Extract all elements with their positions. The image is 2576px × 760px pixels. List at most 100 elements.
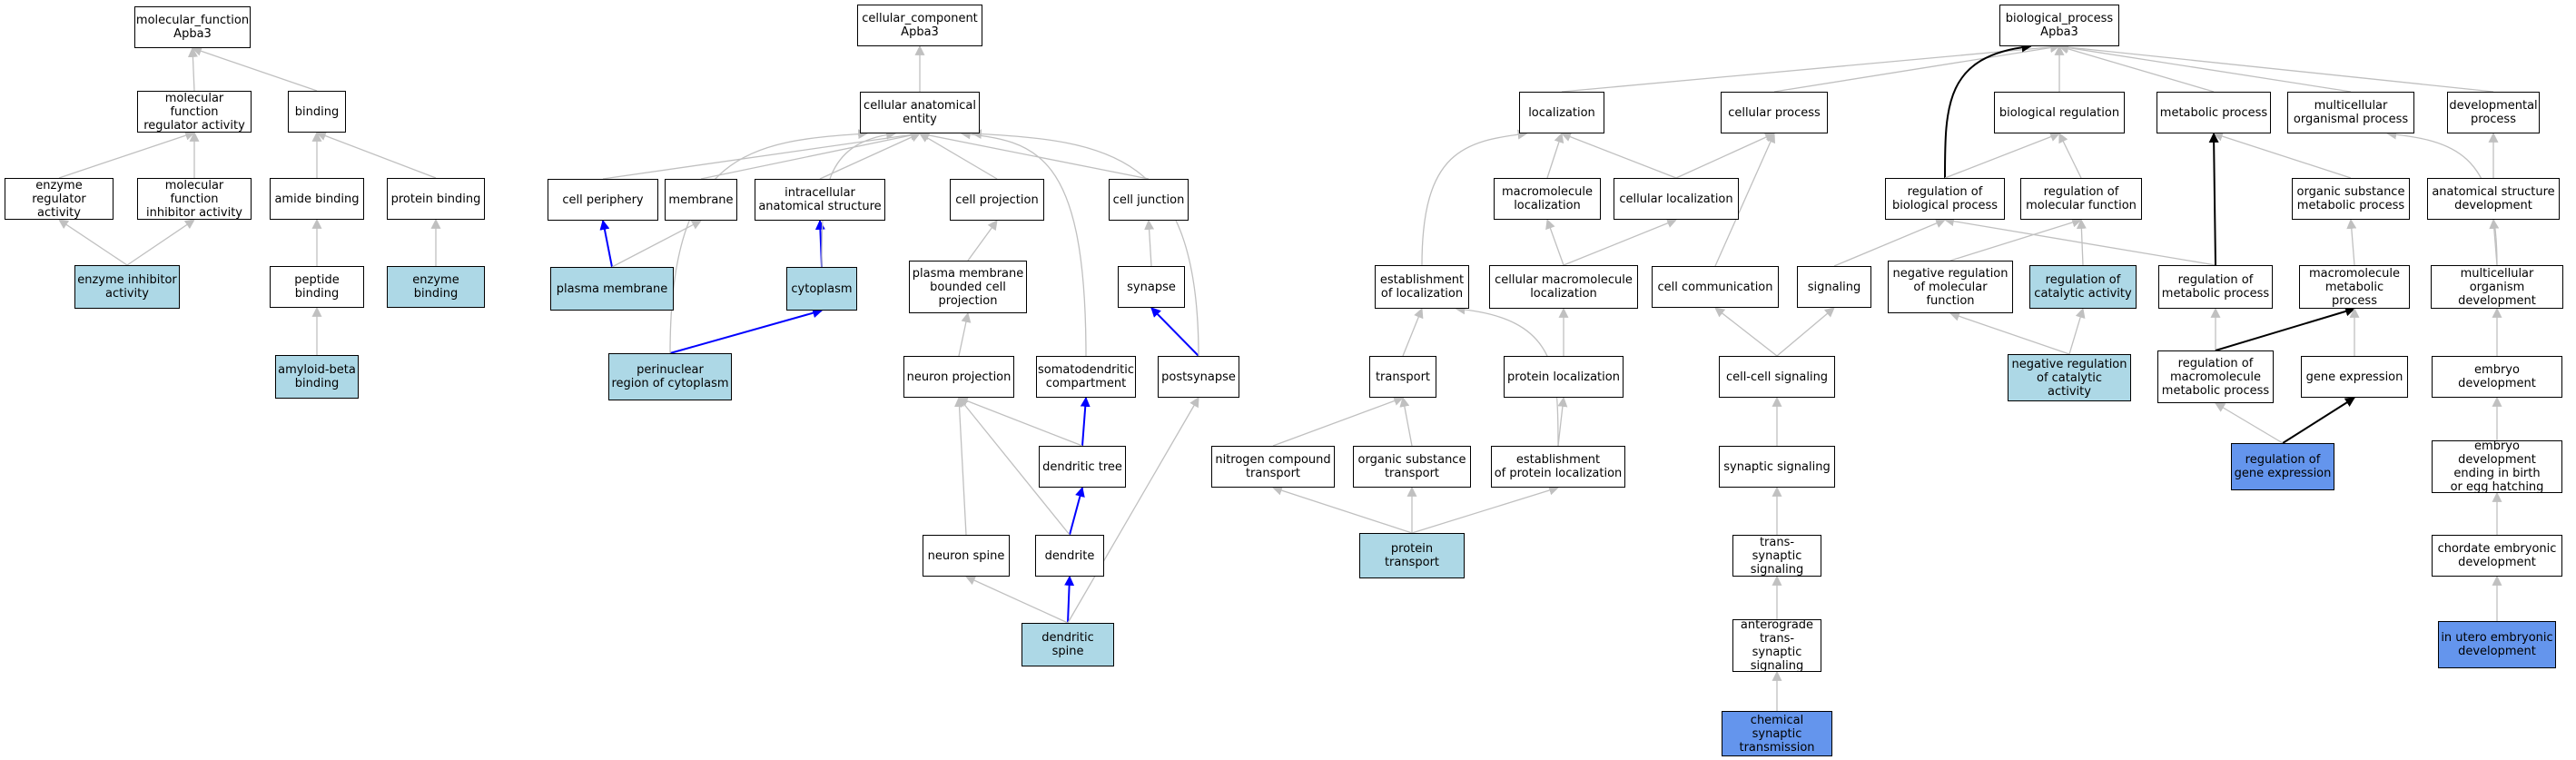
edge-orgtrans-to-transport — [1399, 396, 1413, 447]
edge-pmbcp-to-cproj — [967, 220, 998, 262]
edge-dendrite-to-nproj — [958, 397, 1071, 536]
go-term-cae: cellular anatomical entity — [860, 92, 980, 133]
edge-dendrite-to-dtree — [1069, 486, 1085, 536]
go-term-prottrans: protein transport — [1359, 533, 1465, 578]
edge-pmem-to-membrane — [611, 220, 702, 268]
go-term-nproj: neuron projection — [903, 356, 1014, 398]
edge-perinuc-to-cae — [669, 129, 869, 354]
edge-enz_reg-to-mf_reg — [58, 130, 196, 179]
edge-macromet-to-orgsub — [2346, 218, 2357, 266]
edge-negregcat-to-negregmf — [1949, 311, 2070, 355]
edge-localization-to-bp_root — [1561, 42, 2061, 93]
edge-periphery-to-cae — [602, 129, 922, 180]
edge-regbp-to-bp_root — [1944, 42, 2032, 179]
go-term-ccsig: cell-cell signaling — [1719, 356, 1835, 398]
edge-enz_inh-to-enz_reg — [58, 219, 128, 266]
go-term-regmacromet: regulation of macromolecule metabolic pr… — [2157, 350, 2274, 403]
edge-membrane-to-cae — [700, 130, 922, 180]
go-term-pmbcp: plasma membrane bounded cell projection — [909, 261, 1027, 313]
edge-postsyn-to-synapse — [1150, 307, 1199, 357]
edge-nproj-to-pmbcp — [958, 311, 972, 357]
edge-cellcomm-to-cellproc — [1714, 132, 1775, 267]
edge-somato-to-cae — [960, 129, 1087, 357]
go-term-dendrite: dendrite — [1035, 535, 1104, 577]
go-term-nitro: nitrogen compound transport — [1211, 446, 1335, 488]
edge-ccsig-to-signaling — [1776, 307, 1835, 357]
go-term-membrane: membrane — [665, 179, 737, 221]
go-term-protloc: protein localization — [1504, 356, 1624, 398]
go-term-perinuc: perinuclear region of cytoplasm — [608, 353, 732, 400]
go-term-synsig: synaptic signaling — [1719, 446, 1835, 488]
edge-perinuc-to-cyto — [669, 308, 824, 354]
edge-negregmf-to-regmf — [1949, 217, 2083, 262]
go-term-postsyn: postsynapse — [1158, 356, 1239, 398]
go-term-localization: localization — [1519, 92, 1604, 133]
go-term-enz-reg: enzyme regulator activity — [5, 178, 114, 220]
edge-metab-to-bp_root — [2058, 44, 2215, 93]
go-term-regbp: regulation of biological process — [1885, 178, 2005, 220]
go-term-enz-inh: enzyme inhibitor activity — [74, 265, 180, 309]
edge-regbp-to-bioreg — [1944, 132, 2061, 179]
edge-synapse-to-cjunc — [1144, 219, 1155, 267]
go-term-devproc: developmental process — [2447, 92, 2540, 133]
go-term-mf-reg: molecular function regulator activity — [137, 91, 252, 133]
go-term-cjunc: cell junction — [1109, 179, 1189, 221]
go-term-cyto: cytoplasm — [786, 267, 857, 311]
go-term-mf-inh: molecular function inhibitor activity — [137, 178, 252, 220]
edge-nitro-to-transport — [1272, 396, 1405, 447]
go-term-amide: amide binding — [270, 178, 364, 220]
edge-cmacroloc-to-cellloc — [1563, 218, 1678, 266]
go-term-periphery: cell periphery — [548, 179, 658, 221]
go-term-negregcat: negative regulation of catalytic activit… — [2008, 354, 2131, 401]
edge-multi-to-bp_root — [2058, 43, 2352, 93]
edge-binding-to-mf_root — [191, 46, 318, 92]
go-term-cellloc: cellular localization — [1614, 178, 1739, 220]
edge-macroloc-to-localization — [1546, 132, 1564, 179]
edge-multidev-to-multi — [2386, 129, 2498, 266]
edge-regmetab-to-regbp — [1943, 216, 2216, 266]
edge-regmetab-to-metab — [2208, 132, 2219, 266]
edge-transport-to-estloc — [1402, 307, 1424, 357]
go-term-regcat: regulation of catalytic activity — [2029, 265, 2137, 309]
edge-enz_inh-to-mf_inh — [126, 219, 195, 266]
go-term-peptide: peptide binding — [270, 266, 364, 308]
go-term-nspine: neuron spine — [923, 535, 1010, 577]
go-term-negregmf: negative regulation of molecular functio… — [1888, 261, 2013, 313]
go-term-cc-root: cellular_component Apba3 — [857, 5, 982, 46]
go-term-mf-root: molecular_function Apba3 — [134, 6, 251, 48]
go-term-dspine: dendritic spine — [1022, 623, 1114, 666]
edge-cmacroloc-to-macroloc — [1545, 218, 1564, 266]
edge-cellproc-to-bp_root — [1773, 43, 2061, 93]
go-term-geneexp: gene expression — [2301, 356, 2408, 398]
go-term-anatdev: anatomical structure development — [2427, 178, 2560, 220]
go-term-reggeneexp: regulation of gene expression — [2231, 443, 2334, 490]
go-term-transport: transport — [1369, 356, 1436, 398]
edge-regmf-to-bioreg — [2058, 133, 2082, 179]
go-term-estprotloc: establishment of protein localization — [1491, 446, 1625, 488]
edge-prottrans-to-estprotloc — [1411, 485, 1560, 534]
go-term-orgtrans: organic substance transport — [1353, 446, 1471, 488]
go-term-bioreg: biological regulation — [1994, 92, 2125, 133]
go-term-enz-binding: enzyme binding — [387, 266, 485, 308]
go-term-transsyn: trans-synaptic signaling — [1732, 535, 1821, 577]
go-term-macroloc: macromolecule localization — [1494, 178, 1601, 220]
go-term-chordate: chordate embryonic development — [2432, 535, 2562, 577]
edge-estloc-to-localization — [1421, 129, 1528, 266]
go-term-multidev: multicellular organism development — [2431, 265, 2563, 309]
go-term-inutero: in utero embryonic development — [2438, 621, 2556, 668]
go-term-chemsyn: chemical synaptic transmission — [1722, 711, 1832, 756]
go-term-pmem: plasma membrane — [550, 267, 674, 311]
edge-estprotloc-to-estloc — [1455, 304, 1559, 447]
go-term-cmacroloc: cellular macromolecule localization — [1489, 265, 1638, 309]
go-term-embbirth: embryo development ending in birth or eg… — [2432, 439, 2562, 494]
edge-reggeneexp-to-geneexp — [2282, 397, 2355, 444]
go-term-multi: multicellular organismal process — [2287, 92, 2414, 133]
edge-regmacromet-to-macromet — [2215, 306, 2356, 351]
edge-cproj-to-cae — [919, 133, 998, 180]
edge-intracell-to-cae — [819, 133, 922, 180]
go-term-orgsub: organic substance metabolic process — [2292, 178, 2410, 220]
go-term-regmetab: regulation of metabolic process — [2158, 265, 2273, 309]
go-term-metab: metabolic process — [2157, 92, 2271, 133]
edge-dspine-to-dendrite — [1064, 575, 1075, 624]
